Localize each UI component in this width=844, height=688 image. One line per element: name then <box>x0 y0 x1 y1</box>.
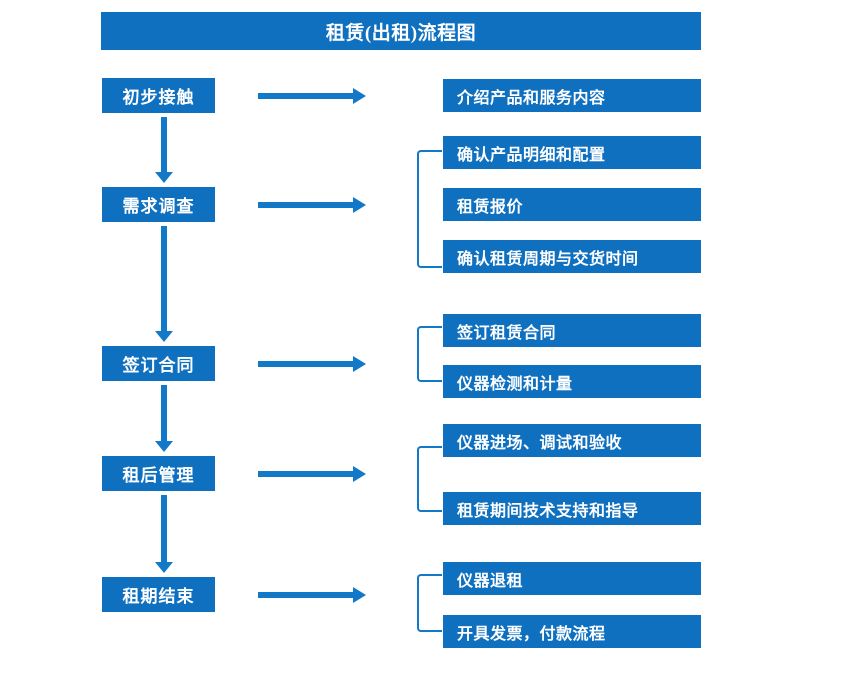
arrow-shaft <box>161 226 167 331</box>
arrow-shaft <box>161 495 167 562</box>
detail-box-instrument-testing-metering[interactable]: 仪器检测和计量 <box>443 365 701 398</box>
group-bracket-icon-sign-contract <box>417 326 442 382</box>
detail-box-sign-rental-contract[interactable]: 签订租赁合同 <box>443 314 701 347</box>
detail-box-rental-quotation[interactable]: 租赁报价 <box>443 188 701 221</box>
arrow-head <box>353 197 366 213</box>
arrow-shaft <box>258 361 354 367</box>
stage-box-requirement-survey[interactable]: 需求调查 <box>102 187 215 222</box>
detail-box-invoice-payment-process[interactable]: 开具发票，付款流程 <box>443 615 701 648</box>
stage-box-initial-contact[interactable]: 初步接触 <box>102 78 215 113</box>
detail-box-instrument-return[interactable]: 仪器退租 <box>443 562 701 595</box>
horizontal-arrow-icon-stage1 <box>258 88 366 104</box>
group-bracket-icon-rental-end <box>417 574 442 632</box>
horizontal-arrow-icon-stage4 <box>258 466 366 482</box>
arrow-head <box>353 356 366 372</box>
arrow-shaft <box>161 385 167 441</box>
group-bracket-icon-requirement-survey <box>417 150 442 268</box>
detail-box-confirm-rental-period-delivery[interactable]: 确认租赁周期与交货时间 <box>443 240 701 273</box>
arrow-shaft <box>258 592 354 598</box>
detail-box-confirm-product-details-config[interactable]: 确认产品明细和配置 <box>443 136 701 169</box>
arrow-head <box>155 441 173 452</box>
arrow-shaft <box>258 471 354 477</box>
arrow-shaft <box>161 117 167 172</box>
stage-box-rental-end[interactable]: 租期结束 <box>102 577 215 612</box>
arrow-head <box>155 562 173 573</box>
detail-box-instrument-entry-debug-acceptance[interactable]: 仪器进场、调试和验收 <box>443 424 701 457</box>
group-bracket-icon-post-rental-management <box>417 446 442 512</box>
arrow-shaft <box>258 93 354 99</box>
arrow-head <box>353 466 366 482</box>
arrow-head <box>155 172 173 183</box>
stage-box-sign-contract[interactable]: 签订合同 <box>102 346 215 381</box>
stage-box-post-rental-management[interactable]: 租后管理 <box>102 456 215 491</box>
arrow-head <box>353 88 366 104</box>
detail-box-introduce-products-services[interactable]: 介绍产品和服务内容 <box>443 79 701 112</box>
horizontal-arrow-icon-stage3 <box>258 356 366 372</box>
horizontal-arrow-icon-stage5 <box>258 587 366 603</box>
arrow-head <box>353 587 366 603</box>
flowchart-title: 租赁(出租)流程图 <box>101 12 701 50</box>
detail-box-rental-period-tech-support[interactable]: 租赁期间技术支持和指导 <box>443 492 701 525</box>
arrow-head <box>155 331 173 342</box>
horizontal-arrow-icon-stage2 <box>258 197 366 213</box>
arrow-shaft <box>258 202 354 208</box>
